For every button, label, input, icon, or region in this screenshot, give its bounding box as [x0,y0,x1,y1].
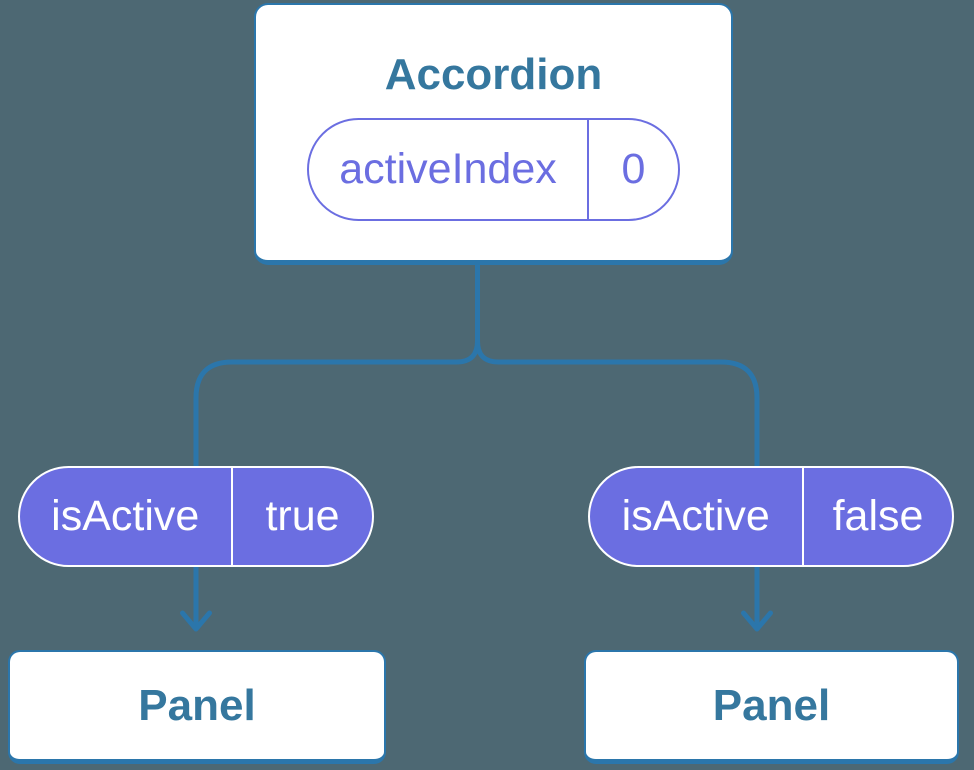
prop-name-label: isActive [51,492,200,540]
state-name-label: activeIndex [339,145,557,193]
pill-divider [587,120,589,219]
prop-name-label: isActive [621,492,770,540]
prop-pill-isactive-true: isActive true [18,466,374,567]
connector-right-branch [475,262,760,626]
pill-divider [801,468,804,565]
panel-node-title: Panel [138,680,256,730]
accordion-node: Accordion activeIndex 0 [254,3,733,265]
accordion-node-title: Accordion [384,50,603,99]
prop-pill-isactive-false: isActive false [588,466,954,567]
prop-value-label: false [832,492,924,540]
arrow-down-icon-left [180,610,212,632]
panel-node-left: Panel [8,650,386,764]
state-pill-activeindex: activeIndex 0 [307,118,680,221]
panel-node-title: Panel [712,680,831,730]
connector-left-branch [193,262,480,626]
panel-node-right: Panel [584,650,959,764]
state-value-label: 0 [621,145,646,193]
prop-value-label: true [265,492,340,540]
arrow-down-icon-right [741,610,773,632]
pill-divider [230,468,233,565]
